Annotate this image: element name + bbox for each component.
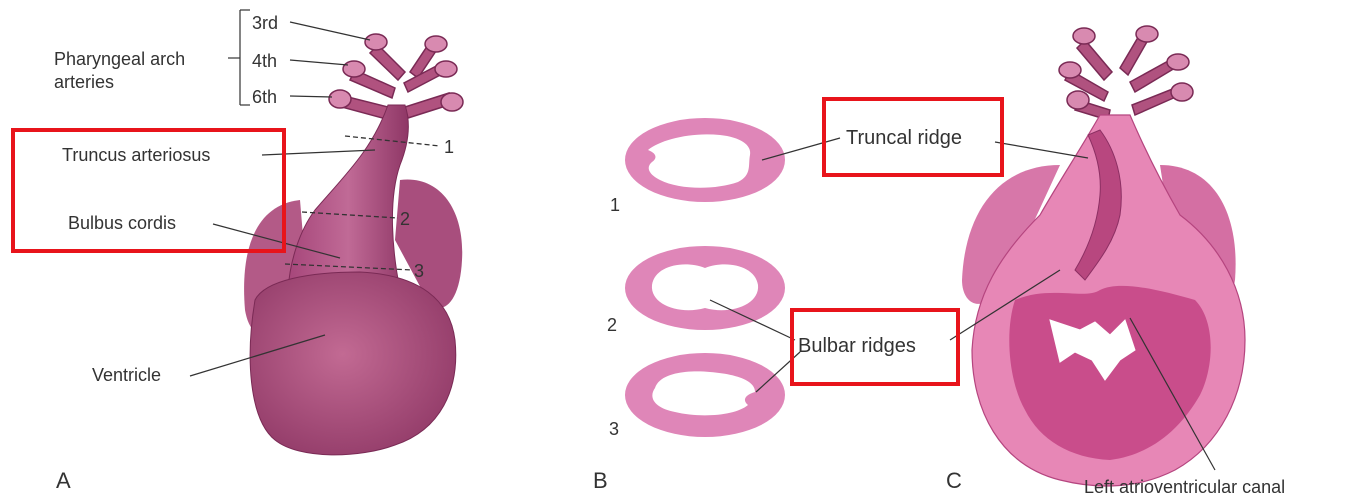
section-2-label: 2: [607, 316, 617, 334]
panel-a-letter: A: [56, 470, 71, 492]
highlight-box-truncal-ridge: [822, 97, 1004, 177]
outflow-tract: [288, 105, 408, 290]
arch-4th-label: 4th: [252, 52, 277, 70]
cut-line-2-label: 2: [400, 210, 410, 228]
highlight-box-bulbar-ridges: [790, 308, 960, 386]
ventricle-label: Ventricle: [92, 366, 161, 384]
panel-c-heart: [950, 26, 1245, 486]
pharyngeal-arch-arteries-label: Pharyngeal arch arteries: [54, 48, 185, 93]
section-3-label: 3: [609, 420, 619, 438]
highlight-box-truncus-bulbus: [11, 128, 286, 253]
arch-6th-label: 6th: [252, 88, 277, 106]
cut-line-1-label: 1: [444, 138, 454, 156]
ventricle-body: [250, 272, 456, 455]
arch-arteries-c: [1059, 26, 1193, 120]
section-1-label: 1: [610, 196, 620, 214]
section-3: [625, 353, 785, 437]
section-2: [625, 246, 785, 330]
arch-3rd-label: 3rd: [252, 14, 278, 32]
left-av-canal-label: Left atrioventricular canal: [1084, 478, 1285, 496]
panel-b-letter: B: [593, 470, 608, 492]
panel-b-sections: [625, 118, 840, 437]
section-1: [625, 118, 785, 202]
panel-c-letter: C: [946, 470, 962, 492]
cut-line-3-label: 3: [414, 262, 424, 280]
